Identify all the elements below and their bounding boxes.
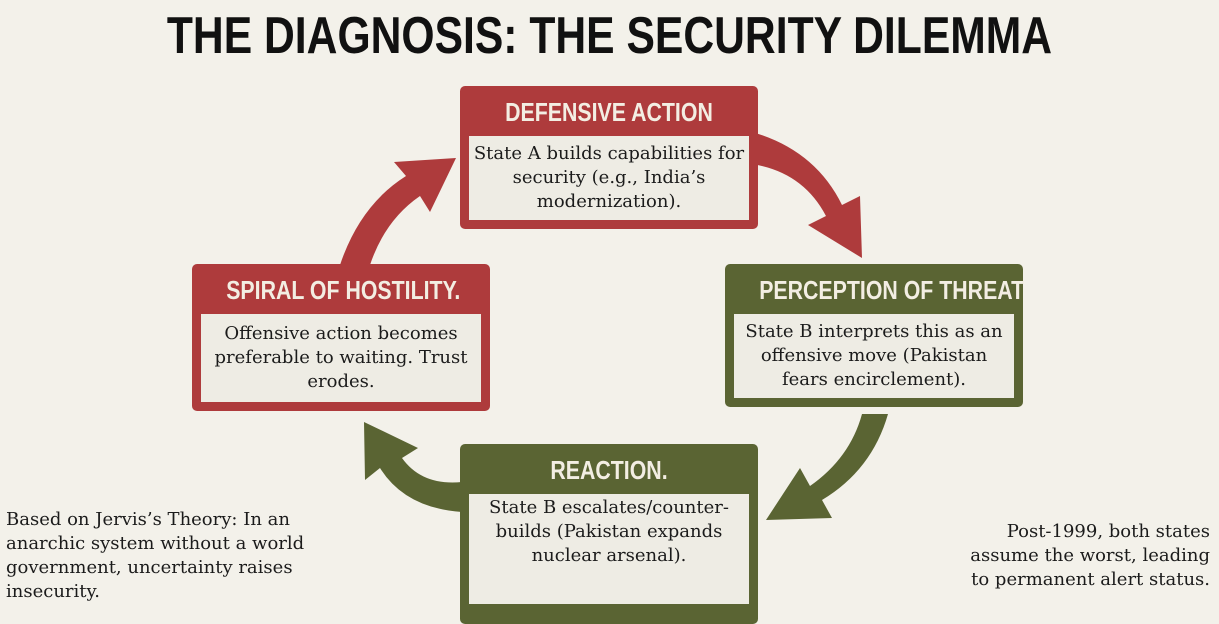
step-heading: REACTION. [550,455,668,485]
step-heading: DEFENSIVE ACTION [505,97,713,127]
step-defensive-action: DEFENSIVE ACTION State A builds capabili… [460,86,758,229]
step-description: State A builds capabilities for security… [469,136,749,220]
arrow-defensive-to-perception [752,132,862,258]
step-description: Offensive action becomes preferable to w… [201,314,481,402]
step-spiral-of-hostility: SPIRAL OF HOSTILITY. Offensive action be… [192,264,490,411]
page-title: THE DIAGNOSIS: THE SECURITY DILEMMA [166,7,1053,65]
step-description: State B interprets this as an offensive … [734,314,1014,398]
step-heading: PERCEPTION OF THREAT [759,275,1025,305]
arrow-reaction-to-spiral [364,422,462,512]
note-jervis-theory: Based on Jervis’s Theory: In an anarchic… [6,509,305,602]
step-description: State B escalates/counter-builds (Pakist… [469,494,749,604]
step-reaction: REACTION. State B escalates/counter-buil… [460,444,758,624]
step-perception-of-threat: PERCEPTION OF THREAT State B interprets … [725,264,1025,407]
arrow-spiral-to-defensive [340,158,456,265]
arrow-perception-to-reaction [766,414,888,520]
note-post-1999: Post-1999, both states assume the worst,… [970,521,1210,590]
step-heading: SPIRAL OF HOSTILITY. [226,275,461,305]
